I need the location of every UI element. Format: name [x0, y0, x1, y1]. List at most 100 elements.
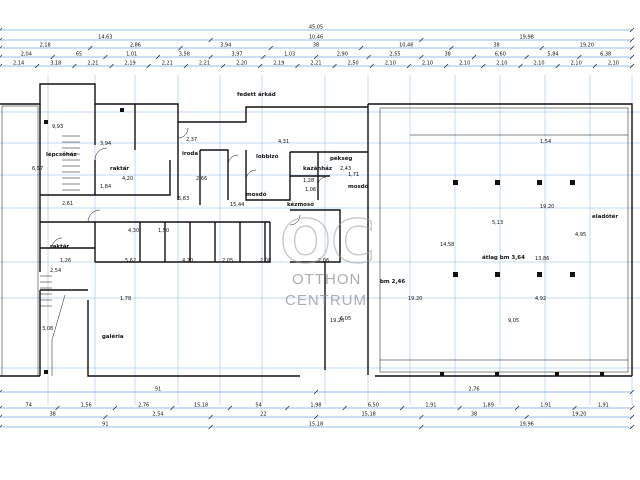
room-raktar-2: raktár: [50, 243, 69, 250]
top-chain-tick: [358, 45, 364, 51]
bottom-chain-tick: [457, 405, 462, 411]
bottom-dimension-value: 6,50: [368, 403, 379, 409]
bottom-chain-tick: [112, 405, 118, 411]
room-labels: fedett árkád lépcsőház raktár iroda lobb…: [46, 91, 618, 340]
interior-dimension-value: 4,20: [182, 258, 193, 264]
interior-dimension-value: 2,66: [196, 176, 207, 182]
interior-dimension-value: 1,71: [348, 172, 359, 178]
top-chain-tick: [629, 45, 635, 51]
interior-dimension-value: 5,13: [492, 220, 503, 226]
top-dimension-value: 2,10: [608, 61, 619, 67]
room-mosdo-2: mosdó: [246, 191, 267, 198]
top-dimension-value: 2,10: [496, 61, 507, 67]
top-chain-tick: [208, 37, 213, 43]
top-dimension-value: 2,10: [385, 61, 396, 67]
interior-dimension-value: 19,20: [408, 296, 422, 302]
top-chain-tick: [258, 63, 263, 69]
room-atlag-bm: átlag bm 3,64: [482, 254, 525, 261]
top-chain-tick: [332, 63, 337, 69]
top-dimension-value: 38: [444, 52, 450, 58]
interior-dimension-value: 1,84: [100, 184, 111, 190]
top-dimension-value: 14,63: [98, 35, 112, 41]
top-chain-tick: [629, 54, 635, 60]
top-chain-tick: [366, 54, 371, 60]
interior-dimension-value: 1,54: [540, 139, 551, 145]
bottom-dimension-value: 1,56: [81, 403, 92, 409]
interior-dimension-value: 3,08: [42, 326, 53, 332]
interior-dimension-value: 1,78: [120, 296, 131, 302]
top-chain-tick: [72, 63, 77, 69]
bottom-chain-tick: [629, 424, 635, 430]
top-dimension-value: 2,19: [273, 61, 284, 67]
bottom-chain-tick: [208, 424, 213, 430]
interior-dimension-value: 6,05: [340, 316, 351, 322]
bottom-dimension-value: 91: [102, 422, 108, 428]
bottom-chain-tick: [399, 405, 405, 411]
bottom-chain-tick: [0, 405, 3, 409]
top-chain-tick: [0, 37, 3, 41]
interior-dimension-value: 19,20: [330, 318, 344, 324]
interior-dimension-value: 4,92: [535, 296, 546, 302]
bottom-dimension-value: 15,18: [194, 403, 208, 409]
interior-dimension-value: 1,50: [158, 228, 169, 234]
bottom-chain-tick: [0, 424, 3, 428]
top-chain-tick: [261, 54, 266, 60]
top-dimension-value: 2,10: [533, 61, 544, 67]
interior-dimension-value: 2,37: [186, 137, 197, 143]
bottom-chain-tick: [313, 389, 319, 395]
top-dimension-value: 5,84: [547, 52, 558, 58]
otthon-centrum-watermark: OC OTTHON CENTRUM: [279, 206, 375, 309]
bottom-chain-tick: [419, 424, 424, 430]
room-mosdo-1: mosdó: [348, 183, 369, 190]
interior-dimension-value: 19,20: [540, 204, 554, 210]
top-dimension-value: 2,50: [348, 61, 359, 67]
interior-dimension-value: 2,06: [318, 258, 329, 264]
top-dimension-value: 2,10: [422, 61, 433, 67]
columns: [44, 108, 604, 376]
top-dimension-value: 1,03: [284, 52, 295, 58]
top-chain-tick: [518, 63, 523, 69]
top-dimension-value: 2,18: [40, 43, 51, 49]
top-dimension-value: 65: [76, 52, 82, 58]
interior-dimension-value: 1,26: [60, 258, 71, 264]
interior-dimension-value: 3,94: [100, 141, 111, 147]
top-chain-tick: [555, 63, 560, 69]
bottom-dimension-value: 19,96: [520, 422, 534, 428]
top-chain-tick: [369, 63, 374, 69]
top-chain-tick: [178, 45, 183, 51]
bottom-chain-tick: [524, 414, 529, 420]
top-dimension-value: 38: [493, 43, 499, 49]
bottom-dimension-value: 54: [255, 403, 261, 409]
top-dimension-value: 38: [313, 43, 319, 49]
bottom-chain-tick: [227, 405, 233, 411]
top-chain-tick: [524, 54, 529, 60]
top-chain-tick: [577, 54, 582, 60]
bottom-dimension-value: 15,18: [309, 422, 323, 428]
top-chain-tick: [295, 63, 300, 69]
bottom-chain-tick: [103, 414, 108, 420]
bottom-chain-tick: [629, 414, 635, 420]
room-iroda: iroda: [182, 151, 198, 157]
interior-dimension-value: 6,57: [32, 166, 43, 172]
bottom-chain-tick: [572, 405, 577, 411]
top-chain-tick: [592, 63, 598, 69]
bottom-chain-tick: [514, 405, 520, 411]
top-dimension-value: 2,10: [571, 61, 582, 67]
top-dimension-value: 3,97: [231, 52, 242, 58]
room-galeria: galéria: [102, 333, 124, 340]
interior-dimension-value: 2,43: [340, 166, 351, 172]
top-dimension-value: 3,58: [179, 52, 190, 58]
room-pekseg: pékség: [330, 155, 352, 162]
top-dimension-value: 6,60: [495, 52, 506, 58]
room-kezmoso: kézmosó: [287, 201, 314, 208]
bottom-chain-tick: [342, 405, 347, 411]
interior-dimension-value: 1,28: [303, 178, 314, 184]
top-dimension-value: 10,46: [309, 35, 323, 41]
interior-dimension-value: 1,06: [305, 187, 316, 193]
top-dimension-value: 3,94: [220, 43, 231, 49]
top-dimension-value: 45,05: [309, 25, 323, 31]
interior-dimension-value: 9,05: [508, 318, 519, 324]
bottom-dimension-value: 19,20: [572, 412, 586, 418]
interior-dimension-value: 4,31: [278, 139, 289, 145]
